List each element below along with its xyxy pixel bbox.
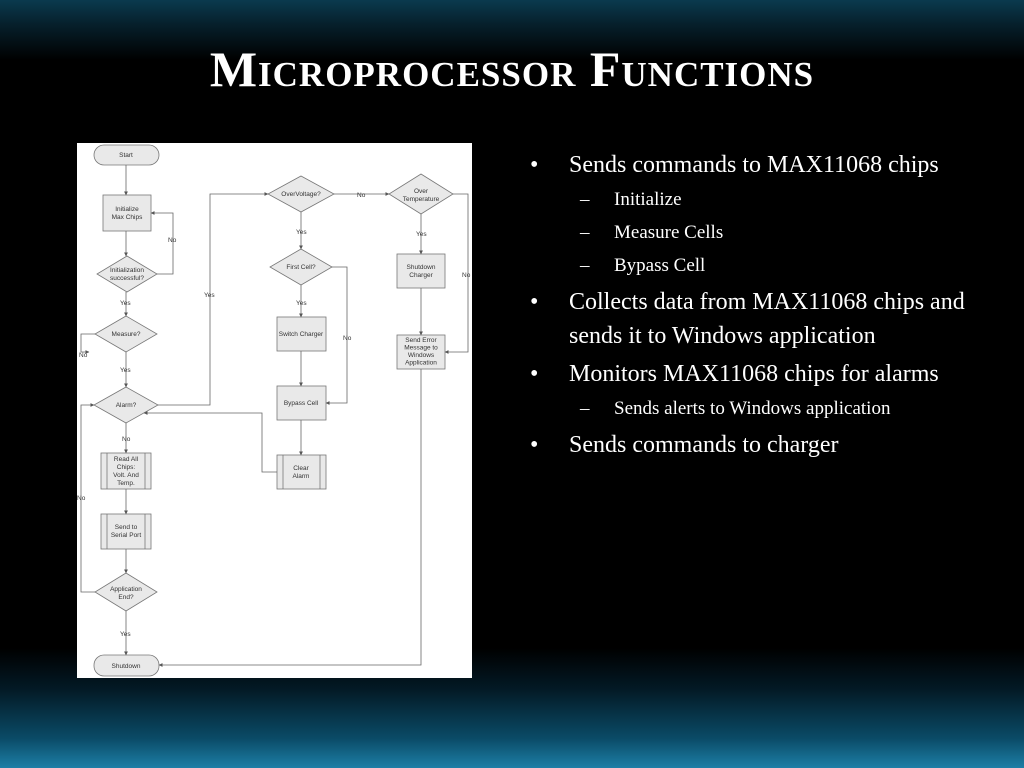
node-start	[93, 144, 160, 166]
edge-label-app-no: No	[77, 495, 86, 502]
label-init-ok-2: successful?	[110, 275, 144, 282]
sub-bullet-item: –Sends alerts to Windows application	[580, 398, 891, 419]
header-background	[0, 0, 1024, 60]
sub-bullet-text: Bypass Cell	[614, 255, 706, 276]
node-send-error	[396, 334, 446, 370]
edge-label-first-yes: Yes	[296, 300, 307, 307]
sub-bullet-item: –Bypass Cell	[580, 255, 706, 276]
bullet-text: Sends commands to MAX11068 chips	[569, 152, 939, 178]
bullet-text: Collects data from MAX11068 chips and se…	[569, 289, 965, 349]
label-overtemp-1: Over	[414, 188, 429, 195]
label-read-4: Temp.	[117, 480, 135, 487]
bullet-text: Sends commands to charger	[569, 432, 839, 458]
label-send-error-1: Send Error	[405, 337, 437, 344]
label-send-error-4: Application	[405, 360, 437, 367]
edge-label-alarm-no: No	[122, 436, 131, 443]
label-switch: Switch Charger	[279, 331, 324, 338]
sub-bullet-text: Measure Cells	[614, 222, 724, 243]
node-read	[100, 452, 152, 490]
label-measure: Measure?	[112, 331, 141, 338]
slide-title: Microprocessor Functions	[209, 41, 815, 97]
label-shutdown-charger-2: Charger	[409, 272, 433, 279]
bullet-item: •Sends commands to MAX11068 chips	[530, 152, 939, 178]
edge-label-ot-yes: Yes	[416, 231, 427, 238]
label-init-2: Max Chips	[112, 214, 143, 221]
label-bypass: Bypass Cell	[284, 400, 319, 407]
edge-label-first-no: No	[343, 335, 352, 342]
label-app-end-1: Application	[110, 586, 142, 593]
node-shutdown-charger	[396, 253, 446, 289]
sub-bullet-text: Sends alerts to Windows application	[614, 398, 891, 419]
label-init-ok-1: Initialization	[110, 267, 144, 274]
label-first-cell: First Cell?	[286, 264, 316, 271]
sub-bullet-item: –Measure Cells	[580, 222, 724, 243]
label-alarm: Alarm?	[116, 402, 137, 409]
edge-label-ov-no: No	[357, 192, 366, 199]
bullet-item: •Monitors MAX11068 chips for alarms	[530, 361, 939, 387]
label-send-2: Serial Port	[111, 532, 142, 539]
label-app-end-2: End?	[118, 594, 134, 601]
bullet-item: •Sends commands to charger	[530, 432, 839, 458]
bullet-text: Monitors MAX11068 chips for alarms	[569, 361, 939, 387]
label-send-error-3: Windows	[408, 352, 435, 359]
label-read-2: Chips:	[117, 464, 136, 471]
label-send-1: Send to	[115, 524, 138, 531]
node-init-ok	[96, 255, 158, 293]
label-start: Start	[119, 152, 133, 159]
label-init-1: Initialize	[115, 206, 139, 213]
edge-label-measure-yes: Yes	[120, 367, 131, 374]
sub-bullet-item: –Initialize	[580, 189, 682, 210]
edge-label-ov-yes: Yes	[296, 229, 307, 236]
label-shutdown: Shutdown	[112, 663, 141, 670]
bullet-list: •Sends commands to MAX11068 chips –Initi…	[530, 148, 1000, 466]
edge-label-init-no: No	[168, 237, 177, 244]
sub-bullet-text: Initialize	[614, 189, 682, 210]
label-overvoltage: OverVoltage?	[281, 191, 321, 198]
edge-label-app-yes: Yes	[120, 631, 131, 638]
edge-label-ot-no: No	[462, 272, 471, 279]
bullet-item: •Collects data from MAX11068 chips and s…	[530, 289, 965, 349]
edge-label-alarm-yes: Yes	[204, 292, 215, 299]
edge-label-init-yes: Yes	[120, 300, 131, 307]
edge-label-measure-no: No	[79, 352, 88, 359]
label-send-error-2: Message to	[404, 345, 438, 352]
node-init	[102, 194, 152, 232]
node-clear	[276, 454, 327, 490]
node-bypass	[276, 385, 327, 421]
label-read-3: Volt. And	[113, 472, 139, 479]
label-overtemp-2: Temperature	[403, 196, 440, 203]
label-clear-2: Alarm	[293, 473, 310, 480]
label-shutdown-charger-1: Shutdown	[407, 264, 436, 271]
label-clear-1: Clear	[293, 465, 309, 472]
label-read-1: Read All	[114, 456, 139, 463]
